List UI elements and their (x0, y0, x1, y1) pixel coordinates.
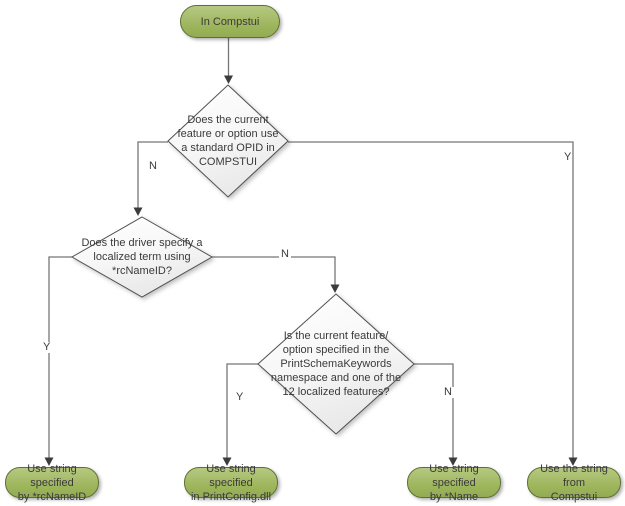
branch-label-d2-no: N (279, 248, 291, 260)
result-node-name: Use string specified by *Name (407, 463, 501, 503)
connector-d3-no-to-name (414, 363, 458, 466)
decision-printschema-shape (257, 293, 415, 435)
connector-d2-yes-to-rcnameid (44, 256, 72, 466)
connector-d1-yes-to-compstui (288, 141, 578, 466)
result-node-rcnameid: Use string specified by *rcNameID (5, 463, 99, 503)
arrowhead-icon (222, 457, 232, 466)
result-node-printconfig: Use string specified in PrintConfig.dll (184, 463, 278, 503)
connector-start-to-d1 (224, 38, 233, 84)
branch-label-d2-yes: Y (41, 341, 53, 353)
branch-label-d3-no: N (442, 386, 454, 398)
arrowhead-icon (568, 457, 578, 466)
branch-label-d1-no: N (149, 160, 157, 172)
arrowhead-icon (44, 457, 54, 466)
arrowhead-icon (224, 75, 233, 84)
branch-label-d1-yes: Y (564, 151, 572, 163)
decision-standard-opid-shape (167, 84, 289, 198)
start-node: In Compstui (180, 5, 280, 38)
connector-d1-no-to-d2 (133, 141, 168, 216)
arrowhead-icon (448, 457, 458, 466)
connector-d2-no-to-d3 (212, 256, 340, 293)
branch-label-d3-yes: Y (236, 391, 244, 403)
connector-d3-yes-to-printconfig (222, 363, 258, 466)
arrowhead-icon (133, 207, 143, 216)
result-node-compstui: Use the string from Compstui (527, 463, 621, 503)
arrowhead-icon (330, 284, 340, 293)
decision-rcnameid-shape (70, 216, 214, 298)
